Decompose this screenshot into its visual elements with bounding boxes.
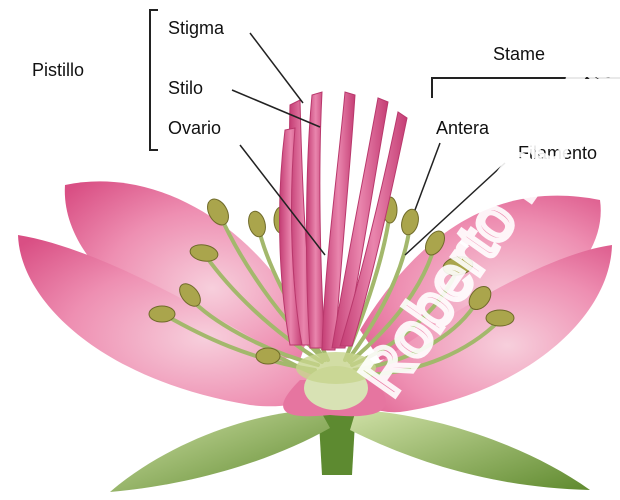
stilo-leader xyxy=(232,90,320,127)
label-stilo: Stilo xyxy=(168,78,203,98)
label-ovario: Ovario xyxy=(168,118,221,138)
label-pistillo: Pistillo xyxy=(32,60,84,80)
label-stigma: Stigma xyxy=(168,18,225,38)
antera-leader xyxy=(415,143,440,210)
label-stame: Stame xyxy=(493,44,545,64)
label-antera: Antera xyxy=(436,118,490,138)
pistillo-bracket xyxy=(150,10,158,150)
sepal-left xyxy=(110,410,330,492)
stigma-leader xyxy=(250,33,303,103)
sepal-right xyxy=(350,410,590,490)
